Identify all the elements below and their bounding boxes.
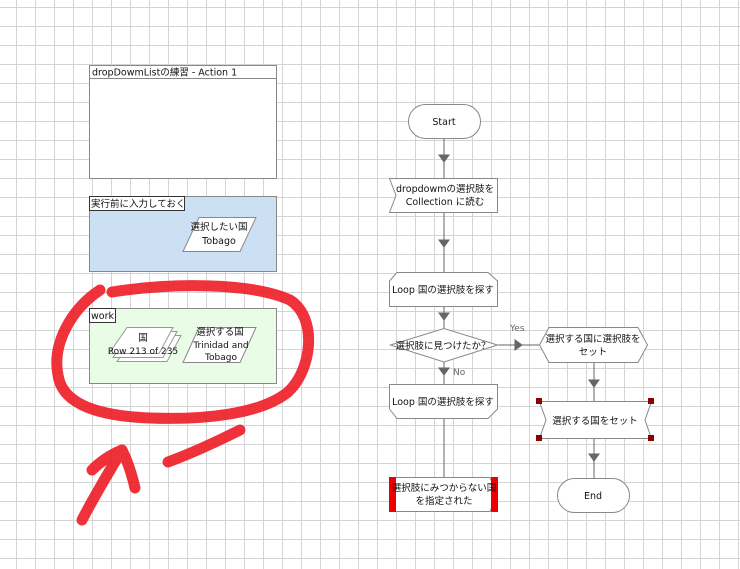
data-item-value: Tobago [201,236,236,247]
exception-stage[interactable]: 選択肢にみつからない国 を指定された [389,477,499,512]
selection-handle[interactable] [536,398,542,404]
stage-label: Collection に読む [406,196,485,208]
stage-label: 選択肢にみつからない国 [392,482,497,494]
data-item-selected-country-input[interactable]: 選択したい国 Tobago [182,217,257,252]
red-annotation-scribble [51,280,315,526]
data-item-selected-country-work[interactable]: 選択する国 Trinidad and Tobago [182,326,257,363]
connectors [438,138,600,478]
stage-label: 選択する国をセット [552,415,638,427]
stage-label: Loop 国の選択肢を探す [392,284,494,296]
start-stage[interactable]: Start [408,104,481,139]
work-block-label: work [91,311,114,322]
stage-label: dropdowmの選択肢を [396,183,494,195]
stage-label: Loop 国の選択肢を探す [392,396,494,408]
end-stage[interactable]: End [557,478,630,513]
collection-value: Row 213 of 235 [108,347,178,357]
stage-label: 選択肢に見つけたか？ [395,340,490,352]
input-block-label: 実行前に入力しておく [91,198,185,210]
selection-handle[interactable] [536,435,542,441]
stage-label: 選択する国に選択肢を [545,333,640,345]
loop-start-stage[interactable]: Loop 国の選択肢を探す [389,272,498,307]
stage-label: Start [432,117,455,128]
yes-label: Yes [509,324,525,334]
calculation-stage[interactable]: 選択する国に選択肢を セット [538,327,649,363]
data-item-name: 選択したい国 [190,221,247,233]
read-stage[interactable]: dropdowmの選択肢を Collection に読む [388,178,498,213]
write-stage[interactable]: 選択する国をセット [536,398,654,441]
page-title: dropDowmListの練習 - Action 1 [92,67,237,79]
stage-label: End [584,491,602,502]
no-label: No [453,368,466,378]
work-block[interactable]: work 国 Row 213 of 235 選択する国 Trinidad and… [89,308,277,384]
selection-handle[interactable] [648,435,654,441]
collection-name: 国 [138,333,148,344]
collection-item[interactable]: 国 Row 213 of 235 [108,327,182,362]
stage-label: セット [579,347,608,358]
input-block[interactable]: 実行前に入力しておく 選択したい国 Tobago [89,196,277,272]
page-info-block[interactable]: dropDowmListの練習 - Action 1 [89,65,277,179]
loop-end-stage[interactable]: Loop 国の選択肢を探す [389,384,498,419]
stage-label: を指定された [415,495,472,507]
decision-stage[interactable]: 選択肢に見つけたか？ [388,327,500,363]
data-item-value: Trinidad and [192,341,248,351]
data-item-name: 選択する国 [196,326,244,338]
selection-handle[interactable] [648,398,654,404]
data-item-value: Tobago [204,353,237,363]
